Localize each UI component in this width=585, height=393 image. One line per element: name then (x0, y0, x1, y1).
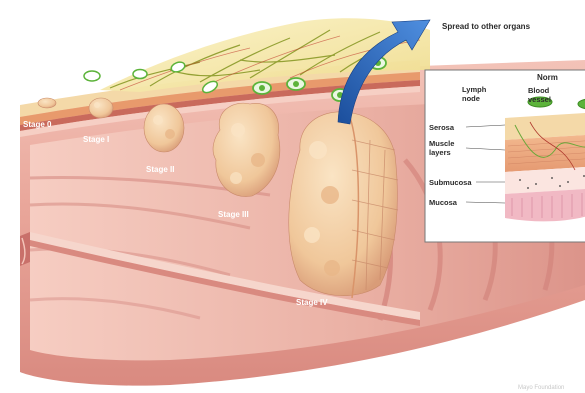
lymph-node-label-line2: node (462, 94, 480, 103)
lymph-node-label-line1: Lymph (462, 85, 487, 94)
submucosa-label: Submucosa (429, 178, 472, 187)
tumor-stage-1 (89, 98, 113, 118)
blood-vessel-label-line2: vessel (528, 95, 551, 104)
serosa-label: Serosa (429, 123, 455, 132)
spread-label: Spread to other organs (442, 22, 531, 31)
tumor-stage-4 (289, 112, 398, 298)
inset-title: Norm (537, 73, 558, 82)
stage-3-label: Stage III (218, 210, 249, 219)
blood-vessel-label-line1: Blood (528, 86, 550, 95)
credit-text: Mayo Foundation (518, 385, 564, 391)
muscle-layers-label-line1: Muscle (429, 139, 454, 148)
stage-2-label: Stage II (146, 165, 174, 174)
stage-1-label: Stage I (83, 135, 109, 144)
tumor-stage-2 (144, 104, 184, 152)
stage-0-label: Stage 0 (23, 120, 52, 129)
mucosa-label: Mucosa (429, 198, 458, 207)
stage-4-label: Stage IV (296, 298, 328, 307)
muscle-layers-label-line2: layers (429, 148, 451, 157)
tumor-stage-0 (38, 98, 56, 108)
